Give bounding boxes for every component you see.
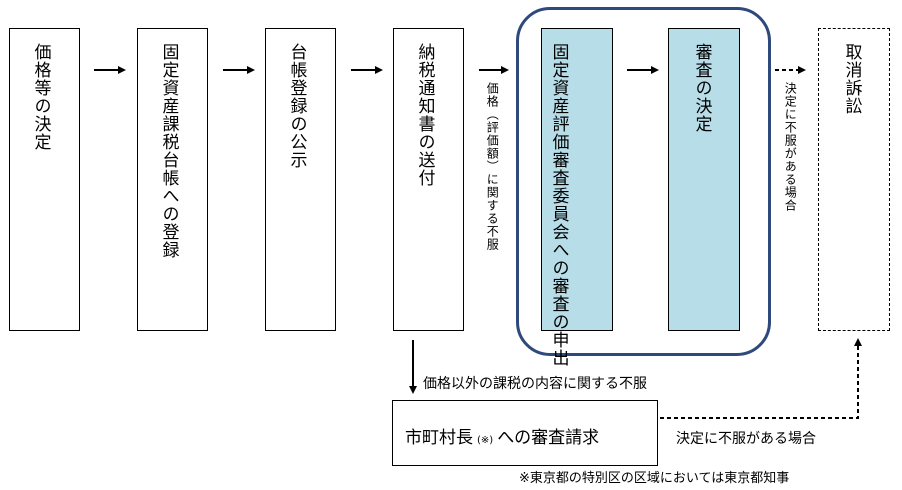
step-label: 固定資産評価審査委員会への審査の申出 xyxy=(548,43,569,367)
mayor-review-request-text: 市町村長 (※)への審査請求 xyxy=(405,423,599,448)
review-group-outline xyxy=(516,7,771,356)
decision-dispute-bottom-label: 決定に不服がある場合 xyxy=(676,431,816,447)
step-tax-notice-delivery: 納税通知書の送付 xyxy=(393,28,464,331)
step-label: 納税通知書の送付 xyxy=(414,43,435,187)
step-lawsuit: 取消訴訟 xyxy=(818,28,890,331)
step-label: 取消訴訟 xyxy=(841,43,862,115)
step-label: 固定資産課税台帳への登録 xyxy=(158,43,179,259)
step-price-decision: 価格等の決定 xyxy=(9,28,80,331)
non-price-dispute-label: 価格以外の課税の内容に関する不服 xyxy=(423,376,647,392)
decision-dispute-vertical-label: 決定に不服がある場合 xyxy=(783,82,798,212)
footnote: ※東京都の特別区の区域においては東京都知事 xyxy=(519,471,790,486)
step-ledger-public-notice: 台帳登録の公示 xyxy=(265,28,336,331)
step-tax-ledger-registration: 固定資産課税台帳への登録 xyxy=(137,28,208,331)
step-review-decision: 審査の決定 xyxy=(668,28,740,331)
review-request-label: への審査請求 xyxy=(497,428,600,448)
arrow-mayor-to-lawsuit xyxy=(660,338,862,419)
mayor-label: 市町村長 xyxy=(405,428,473,448)
price-dispute-label: 価格（評価額）に関する不服 xyxy=(485,82,500,251)
step-label: 審査の決定 xyxy=(691,43,712,133)
mayor-review-request-box: 市町村長 (※)への審査請求 xyxy=(392,400,658,466)
step-label: 価格等の決定 xyxy=(30,43,51,151)
footnote-mark: (※) xyxy=(477,435,494,446)
step-label: 台帳登録の公示 xyxy=(286,43,307,169)
step-review-request: 固定資産評価審査委員会への審査の申出 xyxy=(541,28,613,367)
